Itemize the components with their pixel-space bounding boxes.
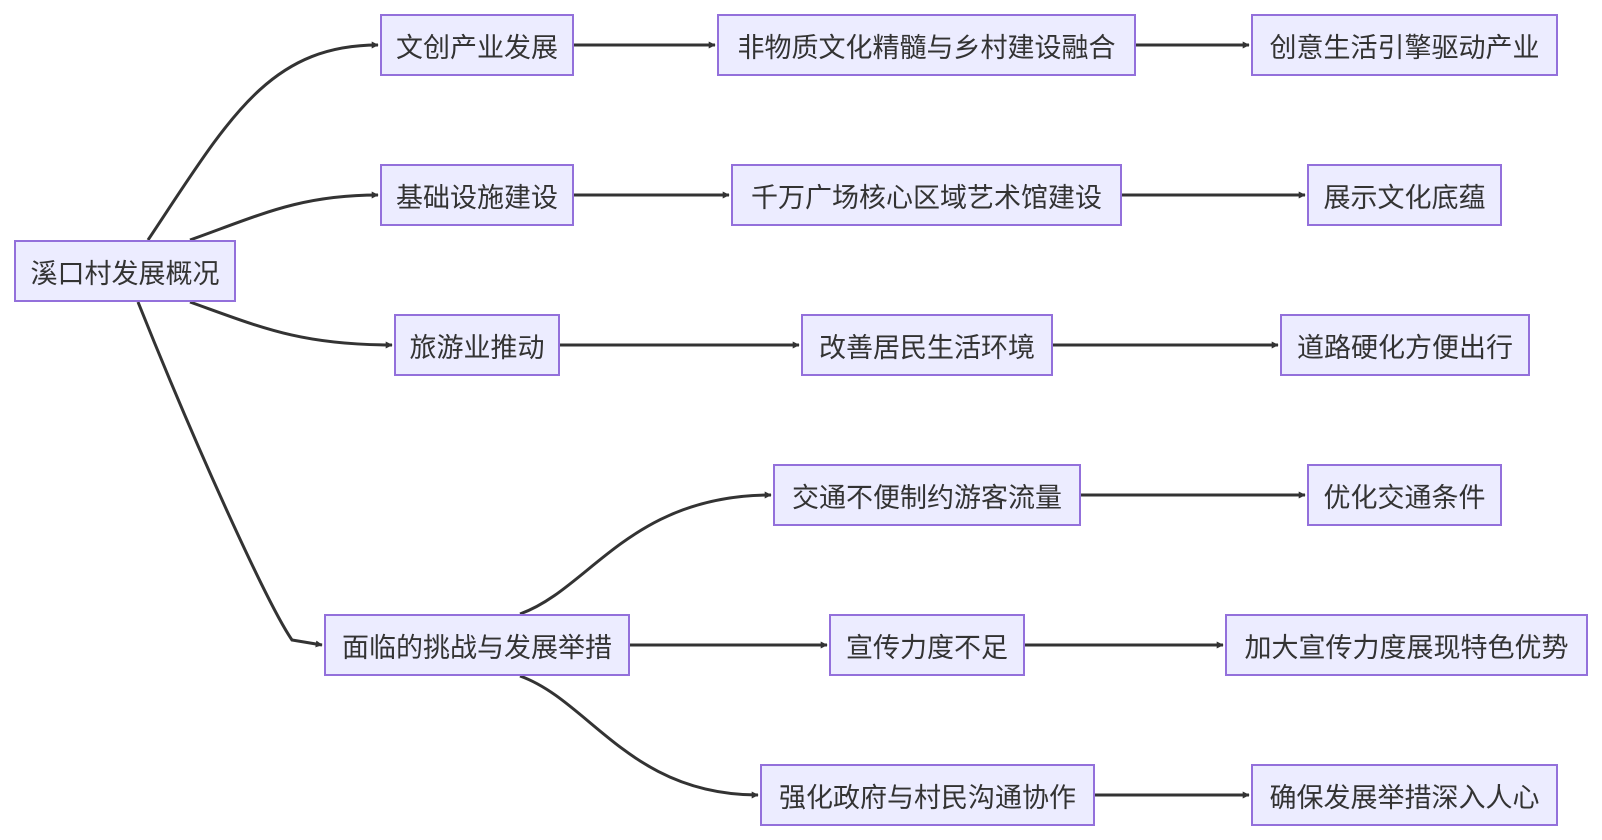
node-label: 溪口村发展概况 <box>30 258 220 290</box>
node-cultural-creative-industry[interactable]: 文创产业发展 <box>380 14 574 76</box>
edge-root-b1 <box>189 191 379 242</box>
node-challenges-measures[interactable]: 面临的挑战与发展举措 <box>324 614 630 676</box>
node-label: 宣传力度不足 <box>846 632 1008 664</box>
edge-d1-d2 <box>519 491 772 616</box>
node-tourism[interactable]: 旅游业推动 <box>394 314 560 376</box>
node-increase-publicity[interactable]: 加大宣传力度展现特色优势 <box>1225 614 1588 676</box>
node-label: 展示文化底蕴 <box>1323 182 1486 214</box>
edge-d1-f2 <box>519 674 759 799</box>
node-label: 千万广场核心区域艺术馆建设 <box>751 182 1102 214</box>
edge-root-c1 <box>189 300 393 349</box>
node-label: 加大宣传力度展现特色优势 <box>1244 632 1569 664</box>
node-living-environment[interactable]: 改善居民生活环境 <box>801 314 1053 376</box>
node-label: 面临的挑战与发展举措 <box>342 632 612 664</box>
node-infrastructure[interactable]: 基础设施建设 <box>380 164 574 226</box>
edge-root-a1 <box>146 41 379 241</box>
edge-root-d1 <box>136 301 323 648</box>
node-intangible-culture-integration[interactable]: 非物质文化精髓与乡村建设融合 <box>717 14 1136 76</box>
node-optimize-traffic[interactable]: 优化交通条件 <box>1307 464 1502 526</box>
node-traffic-limits[interactable]: 交通不便制约游客流量 <box>773 464 1081 526</box>
node-label: 确保发展举措深入人心 <box>1269 782 1540 814</box>
node-label: 创意生活引擎驱动产业 <box>1269 32 1540 64</box>
node-label: 优化交通条件 <box>1323 482 1486 514</box>
node-label: 强化政府与村民沟通协作 <box>779 782 1076 814</box>
node-root[interactable]: 溪口村发展概况 <box>14 240 236 302</box>
node-insufficient-publicity[interactable]: 宣传力度不足 <box>829 614 1025 676</box>
node-label: 改善居民生活环境 <box>819 332 1035 364</box>
node-label: 旅游业推动 <box>409 332 545 364</box>
node-label: 文创产业发展 <box>396 32 558 64</box>
node-label: 道路硬化方便出行 <box>1297 332 1513 364</box>
node-creative-life-engine[interactable]: 创意生活引擎驱动产业 <box>1251 14 1558 76</box>
node-government-villager-communication[interactable]: 强化政府与村民沟通协作 <box>760 764 1095 826</box>
node-art-museum[interactable]: 千万广场核心区域艺术馆建设 <box>731 164 1122 226</box>
node-show-culture[interactable]: 展示文化底蕴 <box>1307 164 1502 226</box>
node-label: 非物质文化精髓与乡村建设融合 <box>737 32 1116 64</box>
node-road-hardening[interactable]: 道路硬化方便出行 <box>1280 314 1530 376</box>
node-label: 基础设施建设 <box>396 182 558 214</box>
node-label: 交通不便制约游客流量 <box>792 482 1062 514</box>
node-ensure-measures[interactable]: 确保发展举措深入人心 <box>1251 764 1558 826</box>
